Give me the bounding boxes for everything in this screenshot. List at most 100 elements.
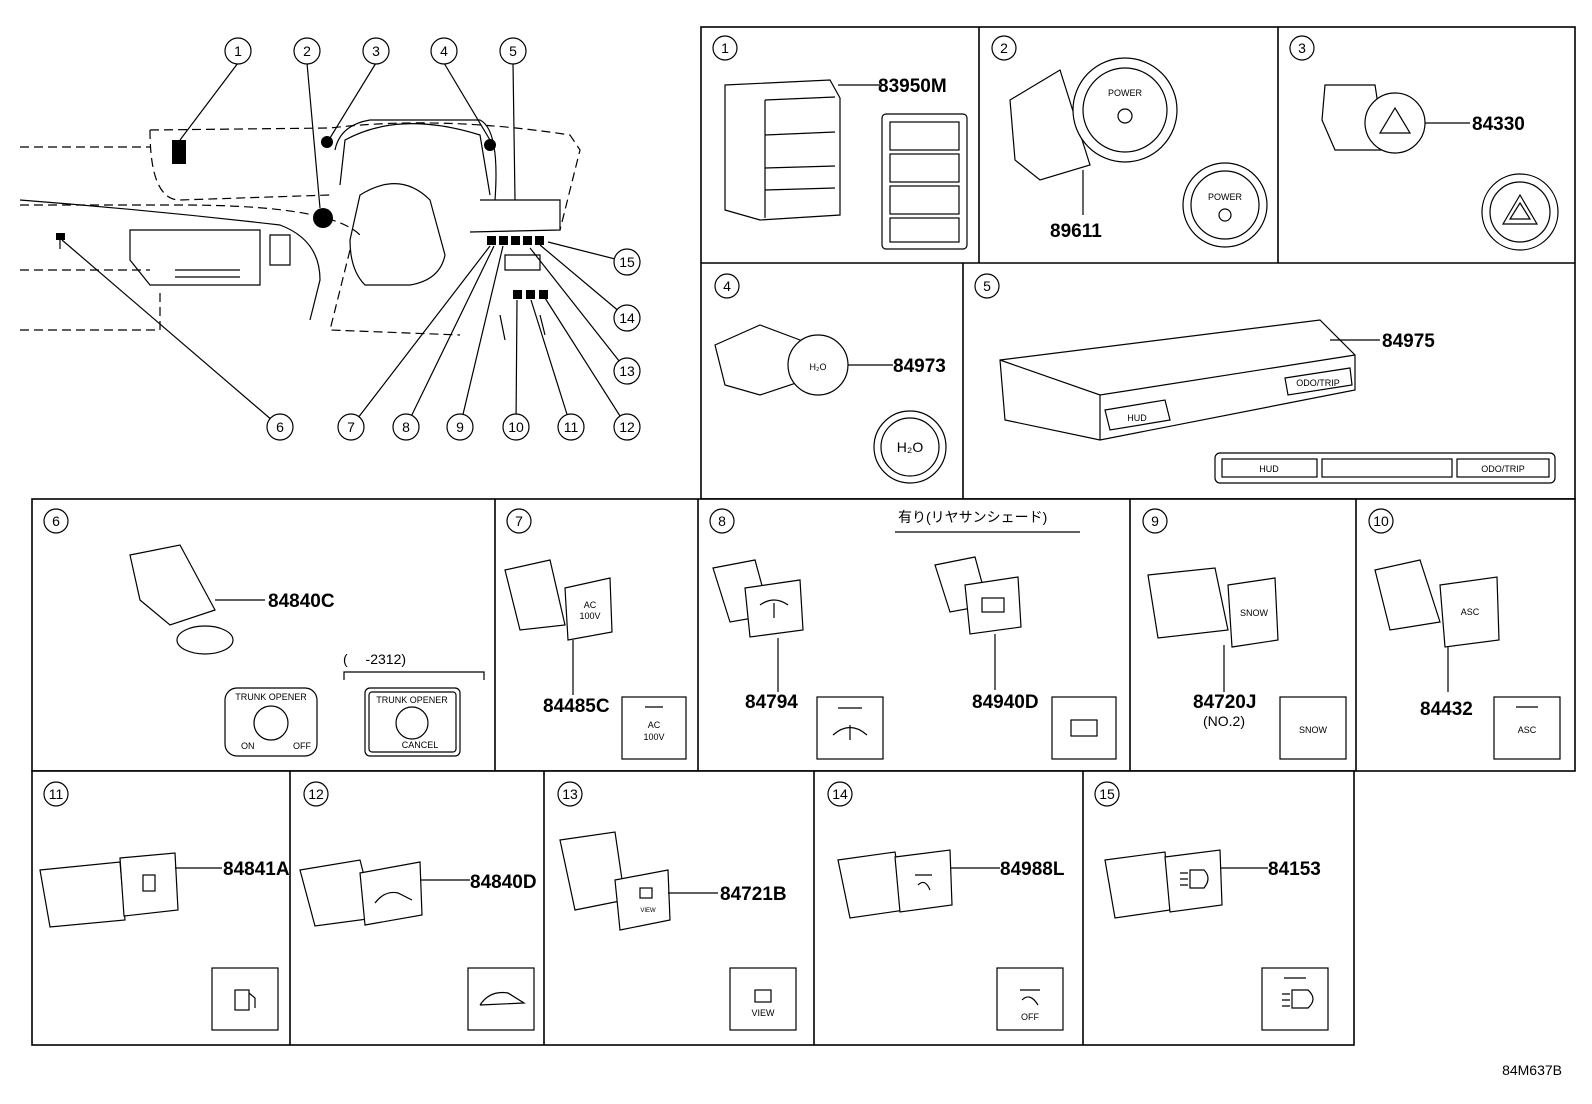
- svg-text:(NO.2): (NO.2): [1203, 713, 1245, 729]
- svg-text:ASC: ASC: [1461, 607, 1480, 617]
- part-84432: 84432: [1420, 699, 1473, 720]
- svg-text:13: 13: [562, 786, 578, 802]
- svg-text:POWER: POWER: [1108, 88, 1143, 98]
- svg-text:H₂O: H₂O: [810, 362, 827, 372]
- part-84485C: 84485C: [543, 696, 610, 717]
- svg-text:7: 7: [515, 513, 523, 529]
- panel-9: 9 SNOW 84720J (NO.2) SNOW: [1142, 508, 1347, 760]
- overview-callout-10: 10: [508, 419, 524, 435]
- svg-text:14: 14: [832, 786, 848, 802]
- panel-3: 3 84330: [1289, 35, 1559, 251]
- svg-text:100V: 100V: [579, 611, 600, 621]
- panel-4: 4 H₂O 84973 H₂O: [714, 273, 947, 484]
- overview-callout-circle: [293, 37, 321, 65]
- panel-13: 13 VIEW 84721B VIEW: [557, 781, 797, 1031]
- svg-text:5: 5: [983, 278, 991, 294]
- svg-text:15: 15: [1099, 786, 1115, 802]
- part-84794: 84794: [745, 692, 798, 713]
- svg-text:4: 4: [723, 278, 731, 294]
- figure-code: 84M637B: [1502, 1062, 1562, 1078]
- part-84720J: 84720J: [1193, 692, 1256, 713]
- svg-text:SNOW: SNOW: [1299, 725, 1328, 735]
- svg-text:10: 10: [1373, 513, 1389, 529]
- svg-text:8: 8: [718, 513, 726, 529]
- part-84840D: 84840D: [470, 872, 537, 893]
- part-84841A: 84841A: [223, 859, 290, 880]
- part-84940D: 84940D: [972, 692, 1039, 713]
- panel-5: 5 HUD ODO/TRIP 84975 HUD ODO/TRIP: [974, 273, 1556, 484]
- overview-callout-15: 15: [619, 254, 635, 270]
- overview-callout-circle: [557, 413, 585, 441]
- overview-callout-circle: [337, 413, 365, 441]
- svg-text:2: 2: [1000, 40, 1008, 56]
- part-84840C: 84840C: [268, 591, 335, 612]
- overview-callout-circle: [446, 413, 474, 441]
- svg-text:3: 3: [1298, 40, 1306, 56]
- svg-text:AC: AC: [648, 720, 661, 730]
- overview-callout-circle: [613, 413, 641, 441]
- svg-text:CANCEL: CANCEL: [402, 740, 439, 750]
- panel-8-note: 有り(リヤサンシェード): [898, 509, 1047, 525]
- svg-text:SNOW: SNOW: [1240, 608, 1269, 618]
- part-84153: 84153: [1268, 859, 1321, 880]
- panel-2: 2 POWER 89611 POWER: [991, 35, 1268, 248]
- overview-callout-circle: [613, 357, 641, 385]
- overview-callout-circle: [266, 413, 294, 441]
- svg-text:HUD: HUD: [1127, 413, 1147, 423]
- svg-text:VIEW: VIEW: [640, 908, 656, 914]
- part-84988L: 84988L: [1000, 859, 1065, 880]
- overview-callout-7: 7: [347, 419, 355, 435]
- panel-8: 8 有り(リヤサンシェード) 84794 84940D: [709, 508, 1117, 760]
- overview-callout-circle: [430, 37, 458, 65]
- svg-text:12: 12: [308, 786, 324, 802]
- overview-callout-1: 1: [234, 43, 242, 59]
- svg-text:11: 11: [49, 786, 64, 802]
- svg-text:H₂O: H₂O: [897, 439, 924, 455]
- overview-callout-circle: [613, 248, 641, 276]
- overview-callout-6: 6: [276, 419, 284, 435]
- part-84975: 84975: [1382, 331, 1435, 352]
- overview-callout-circle: [502, 413, 530, 441]
- panel-10: 10 ASC 84432 ASC: [1368, 508, 1561, 760]
- svg-text:100V: 100V: [643, 732, 664, 742]
- part-83950M: 83950M: [878, 76, 947, 97]
- panel-6: 6 84840C TRUNK OPENER ON OFF ( -2312) TR…: [43, 508, 485, 757]
- overview-callout-9: 9: [456, 419, 464, 435]
- svg-text:VIEW: VIEW: [751, 1008, 775, 1018]
- overview-callout-circle: [392, 413, 420, 441]
- svg-text:OFF: OFF: [1021, 1012, 1039, 1022]
- overview-callout-circle: [224, 37, 252, 65]
- overview-callout-circle: [613, 304, 641, 332]
- svg-text:OFF: OFF: [293, 741, 311, 751]
- part-84721B: 84721B: [720, 884, 787, 905]
- svg-text:TRUNK OPENER: TRUNK OPENER: [376, 695, 448, 705]
- overview-callout-2: 2: [303, 43, 311, 59]
- overview-callout-14: 14: [619, 310, 635, 326]
- overview-callout-circle: [499, 37, 527, 65]
- overview-callout-11: 11: [564, 419, 579, 435]
- svg-text:ODO/TRIP: ODO/TRIP: [1481, 464, 1525, 474]
- overview-callout-4: 4: [440, 43, 448, 59]
- svg-text:TRUNK OPENER: TRUNK OPENER: [235, 692, 307, 702]
- overview-callout-5: 5: [509, 43, 517, 59]
- svg-text:AC: AC: [584, 600, 597, 610]
- overview-callout-12: 12: [619, 419, 635, 435]
- svg-text:HUD: HUD: [1259, 464, 1279, 474]
- svg-text:ASC: ASC: [1518, 725, 1537, 735]
- panel-11: 11 84841A: [39, 781, 290, 1031]
- panel-7: 7 AC 100V 84485C AC 100V: [504, 508, 687, 760]
- overview-callout-8: 8: [402, 419, 410, 435]
- svg-text:ODO/TRIP: ODO/TRIP: [1296, 378, 1340, 388]
- svg-text:POWER: POWER: [1208, 192, 1243, 202]
- overview-callout-circle: [362, 37, 390, 65]
- part-84973: 84973: [893, 356, 946, 377]
- panel-15: 15 84153: [1094, 781, 1329, 1031]
- panel-1-index: 1: [721, 40, 729, 56]
- overview-callout-13: 13: [619, 363, 635, 379]
- svg-text:9: 9: [1151, 513, 1159, 529]
- panel-14: 14 84988L OFF: [827, 781, 1065, 1031]
- part-89611: 89611: [1050, 221, 1102, 242]
- panel-1: 1 83950M: [712, 35, 968, 250]
